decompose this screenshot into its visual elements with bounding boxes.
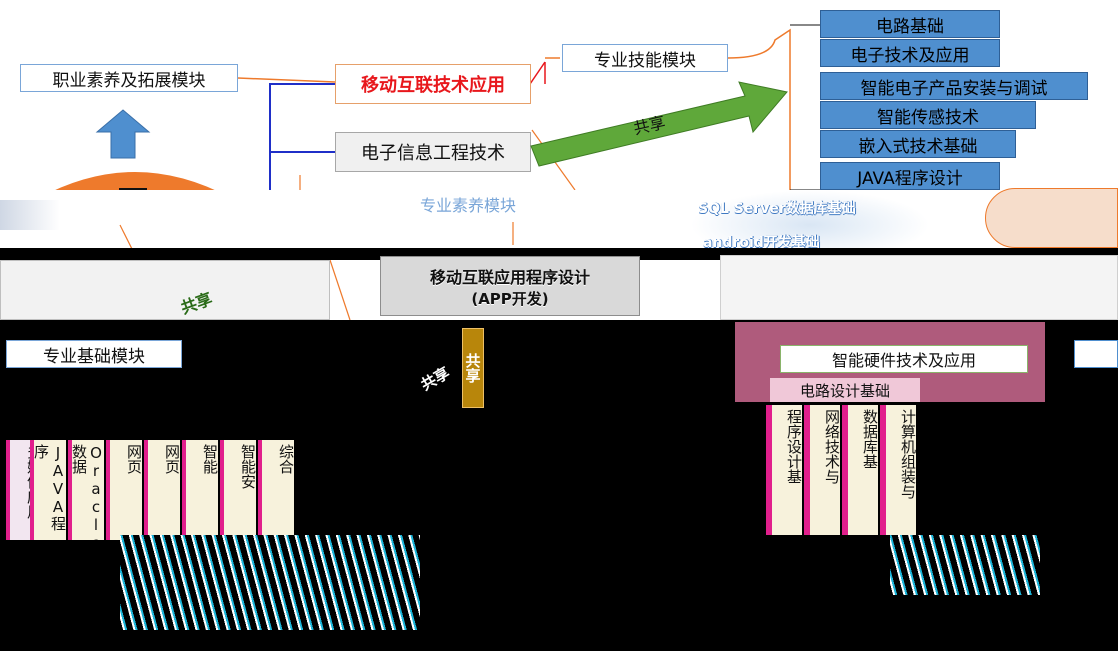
share-arrow <box>530 81 788 167</box>
bottom-left-col-6: 智能 <box>182 440 218 540</box>
bottom-left-col-5: 网页 <box>144 440 180 540</box>
literacy-module-partial-label: 专业素养模块 <box>420 196 517 215</box>
sql-partial: SQL Server数据库基础 <box>698 198 856 218</box>
electronic-info-box: 电子信息工程技术 <box>335 132 531 172</box>
skill-course-label: 电路基础 <box>876 16 944 37</box>
electronic-info-label: 电子信息工程技术 <box>361 143 505 164</box>
noise-artifact-right <box>890 535 1040 595</box>
circuit-design-box: 电路设计基础 <box>770 378 920 402</box>
noise-artifact-left <box>120 535 420 630</box>
skill-course-label: 电子技术及应用 <box>850 45 970 66</box>
bottom-left-col-label: JAVA程序 <box>32 444 66 531</box>
bottom-left-col-8: 综合 <box>258 440 294 540</box>
mobile-internet-label: 移动互联技术应用 <box>361 75 505 96</box>
bottom-left-col-2: JAVA程序 <box>30 440 66 540</box>
right-oval <box>985 188 1118 248</box>
circuit-design-label: 电路设计基础 <box>799 381 890 400</box>
bottom-left-col-7: 智能安 <box>220 440 256 540</box>
skill-course-6: JAVA程序设计 <box>820 162 1000 190</box>
professional-literacy-label: 职业素养及拓展模块 <box>52 70 206 91</box>
mobile-internet-box: 移动互联技术应用 <box>335 64 531 104</box>
bottom-left-col-label: 智能 <box>201 444 218 474</box>
android-partial-label: android开发基础 <box>703 235 820 251</box>
bottom-left-col-3: Oracle数据 <box>68 440 104 540</box>
bottom-left-col-label: 网页 <box>163 444 180 474</box>
bottom-left-col-4: 网页 <box>106 440 142 540</box>
corrupted-band-top <box>0 190 1118 222</box>
skill-course-1: 电路基础 <box>820 10 1000 38</box>
skill-course-3: 智能电子产品安装与调试 <box>820 72 1088 100</box>
bottom-right-col-3: 数据库基 <box>842 405 878 535</box>
gray-panel-right <box>720 255 1118 320</box>
literacy-module-partial: 专业素养模块 <box>420 192 516 216</box>
bottom-right-col-label: 数据库基 <box>861 409 878 469</box>
mobile-app-design-box: 移动互联应用程序设计 (APP开发) <box>380 256 640 316</box>
bottom-right-col-label: 网络技术与 <box>823 409 840 484</box>
skill-module-box: 专业技能模块 <box>562 44 728 72</box>
mobile-app-design-label: 移动互联应用程序设计 <box>429 267 590 287</box>
android-partial: android开发基础 <box>703 232 820 252</box>
skill-course-label: JAVA程序设计 <box>857 168 963 189</box>
foundation-module-label: 专业基础模块 <box>43 346 145 367</box>
bottom-right-col-label: 计算机组装与 <box>899 409 916 499</box>
up-arrow-icon <box>95 109 151 159</box>
bottom-left-col-label: 智能安 <box>239 444 256 489</box>
skill-course-4: 智能传感技术 <box>820 101 1036 129</box>
skill-course-label: 智能传感技术 <box>877 107 979 128</box>
skill-course-label: 智能电子产品安装与调试 <box>860 78 1048 99</box>
bottom-right-col-1: 程序设计基 <box>766 405 802 535</box>
skill-course-5: 嵌入式技术基础 <box>820 130 1016 158</box>
bottom-left-col-label: 综合 <box>277 444 294 474</box>
hardware-app-label: 智能硬件技术及应用 <box>831 351 976 370</box>
foundation-module-box: 专业基础模块 <box>6 340 182 368</box>
professional-literacy-box: 职业素养及拓展模块 <box>20 64 238 92</box>
bottom-right-col-label: 程序设计基 <box>785 409 802 484</box>
skill-course-2: 电子技术及应用 <box>820 39 1000 67</box>
right-blue-tab <box>1074 340 1118 368</box>
bottom-left-col-label: Oracle数据 <box>70 444 104 540</box>
bottom-right-col-2: 网络技术与 <box>804 405 840 535</box>
share-vertical-box: 共享 <box>462 328 484 408</box>
bottom-left-col-label: 网页 <box>125 444 142 474</box>
skill-module-label: 专业技能模块 <box>594 50 696 71</box>
sql-partial-label: SQL Server数据库基础 <box>698 201 856 217</box>
corrupted-block-left <box>0 200 60 230</box>
app-dev-label: (APP开发) <box>471 289 549 308</box>
hardware-app-box: 智能硬件技术及应用 <box>780 345 1028 373</box>
skill-course-label: 嵌入式技术基础 <box>858 136 978 157</box>
share-vertical-label: 共享 <box>463 353 482 383</box>
bottom-right-col-4: 计算机组装与 <box>880 405 916 535</box>
gray-panel-left <box>0 260 330 320</box>
